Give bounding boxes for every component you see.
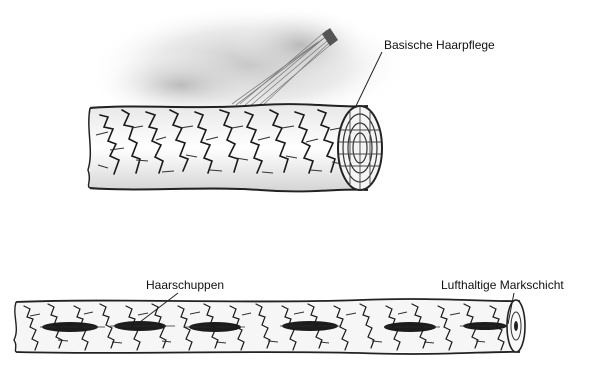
label-hair-scales: Haarschuppen	[146, 278, 224, 292]
hair-shaft-top	[88, 104, 382, 191]
label-medulla: Lufthaltige Markschicht	[441, 278, 564, 292]
label-basic-hair-care: Basische Haarpflege	[384, 38, 495, 52]
hair-shaft-bottom	[14, 299, 525, 354]
